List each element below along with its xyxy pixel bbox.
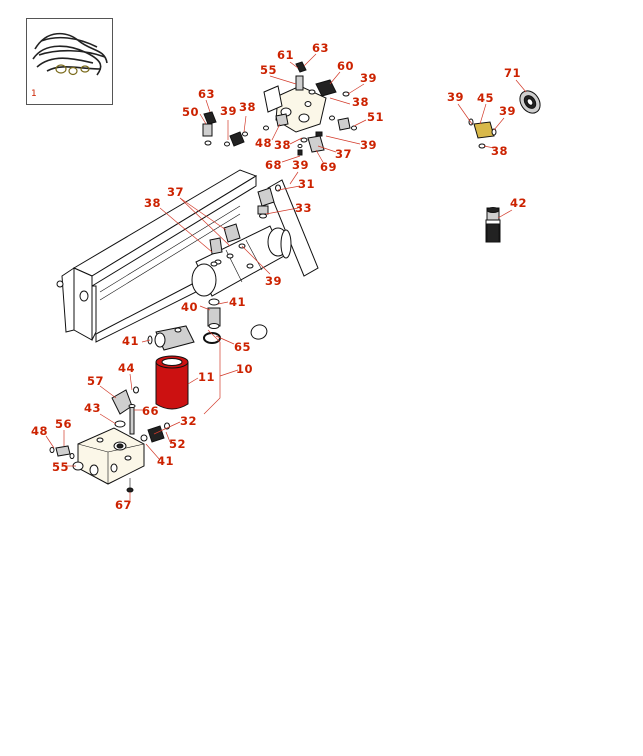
callout-48-bottom: 48 bbox=[31, 424, 48, 438]
fitting-56[interactable] bbox=[49, 445, 84, 471]
callout-50: 50 bbox=[182, 105, 199, 119]
callout-41-bottom: 41 bbox=[157, 454, 174, 468]
callout-63-top: 63 bbox=[312, 41, 329, 55]
callout-11: 11 bbox=[198, 370, 215, 384]
callout-56: 56 bbox=[55, 417, 72, 431]
callout-39-left: 39 bbox=[220, 104, 237, 118]
bottom-valve-manifold[interactable] bbox=[77, 427, 145, 485]
bolt-66[interactable] bbox=[128, 404, 136, 435]
callout-55-bottom: 55 bbox=[52, 460, 69, 474]
callout-38-mid: 38 bbox=[274, 138, 291, 152]
callout-38-far-right: 38 bbox=[491, 144, 508, 158]
callout-42: 42 bbox=[510, 196, 527, 210]
callout-39-mid: 39 bbox=[292, 158, 309, 172]
callout-61: 61 bbox=[277, 48, 294, 62]
callout-52: 52 bbox=[169, 437, 186, 451]
elbow-37-pump[interactable] bbox=[209, 223, 241, 267]
callout-32: 32 bbox=[180, 414, 197, 428]
elbow-60[interactable] bbox=[308, 79, 350, 97]
fitting-61[interactable] bbox=[295, 61, 307, 73]
fitting-40[interactable] bbox=[207, 298, 221, 329]
callout-10: 10 bbox=[236, 362, 253, 376]
callout-40: 40 bbox=[181, 300, 198, 314]
callout-41-filter-top: 41 bbox=[229, 295, 246, 309]
callout-33: 33 bbox=[295, 201, 312, 215]
thumbnail-number: 1 bbox=[31, 89, 37, 99]
fitting-51[interactable] bbox=[329, 115, 357, 131]
tee-fitting-45[interactable] bbox=[468, 118, 497, 149]
leader-lines bbox=[45, 53, 527, 500]
callout-39-right: 39 bbox=[360, 138, 377, 152]
fitting-52[interactable] bbox=[140, 422, 170, 443]
callout-67: 67 bbox=[115, 498, 132, 512]
filter-head[interactable] bbox=[147, 325, 195, 351]
elbow-31[interactable] bbox=[257, 184, 281, 219]
filter-element-11[interactable] bbox=[155, 355, 189, 410]
callout-55-top: 55 bbox=[260, 63, 277, 77]
callout-51: 51 bbox=[367, 110, 384, 124]
fitting-67[interactable] bbox=[126, 478, 134, 493]
callout-65: 65 bbox=[234, 340, 251, 354]
callout-66: 66 bbox=[142, 404, 159, 418]
bearing-71[interactable] bbox=[516, 87, 545, 117]
fitting-50[interactable] bbox=[202, 111, 217, 146]
callout-labels: 63 61 60 55 39 38 51 39 37 69 38 48 38 3… bbox=[31, 41, 527, 512]
elbow-69[interactable] bbox=[300, 131, 325, 153]
callout-38-left: 38 bbox=[239, 100, 256, 114]
callout-71: 71 bbox=[504, 66, 521, 80]
callout-31: 31 bbox=[298, 177, 315, 191]
callout-41-filter-left: 41 bbox=[122, 334, 139, 348]
adapter-38-left[interactable] bbox=[224, 125, 269, 147]
callout-60: 60 bbox=[337, 59, 354, 73]
callout-39-far-right: 39 bbox=[447, 90, 464, 104]
callout-38-top-right: 38 bbox=[352, 95, 369, 109]
hose-kit-thumbnail[interactable]: 1 bbox=[26, 18, 113, 105]
oil-cooler-frame[interactable] bbox=[56, 169, 319, 343]
fitting-48-top[interactable] bbox=[275, 113, 303, 156]
valve-42[interactable] bbox=[485, 207, 501, 243]
top-valve-manifold[interactable] bbox=[263, 85, 327, 133]
fitting-55-top[interactable] bbox=[295, 75, 304, 91]
callout-37-pump: 37 bbox=[167, 185, 184, 199]
hose-bundle-image bbox=[32, 32, 108, 76]
callout-44: 44 bbox=[118, 361, 135, 375]
callout-63-left: 63 bbox=[198, 87, 215, 101]
callout-38-pump: 38 bbox=[144, 196, 161, 210]
callout-48-top: 48 bbox=[255, 136, 272, 150]
callout-37-top: 37 bbox=[335, 147, 352, 161]
hydraulic-pump[interactable] bbox=[191, 225, 292, 297]
callout-39-pump: 39 bbox=[265, 274, 282, 288]
callout-57: 57 bbox=[87, 374, 104, 388]
callout-68: 68 bbox=[265, 158, 282, 172]
callout-43: 43 bbox=[84, 401, 101, 415]
callout-39-far-right-2: 39 bbox=[499, 104, 516, 118]
callout-39-top-right: 39 bbox=[360, 71, 377, 85]
callout-69: 69 bbox=[320, 160, 337, 174]
callout-45: 45 bbox=[477, 91, 494, 105]
